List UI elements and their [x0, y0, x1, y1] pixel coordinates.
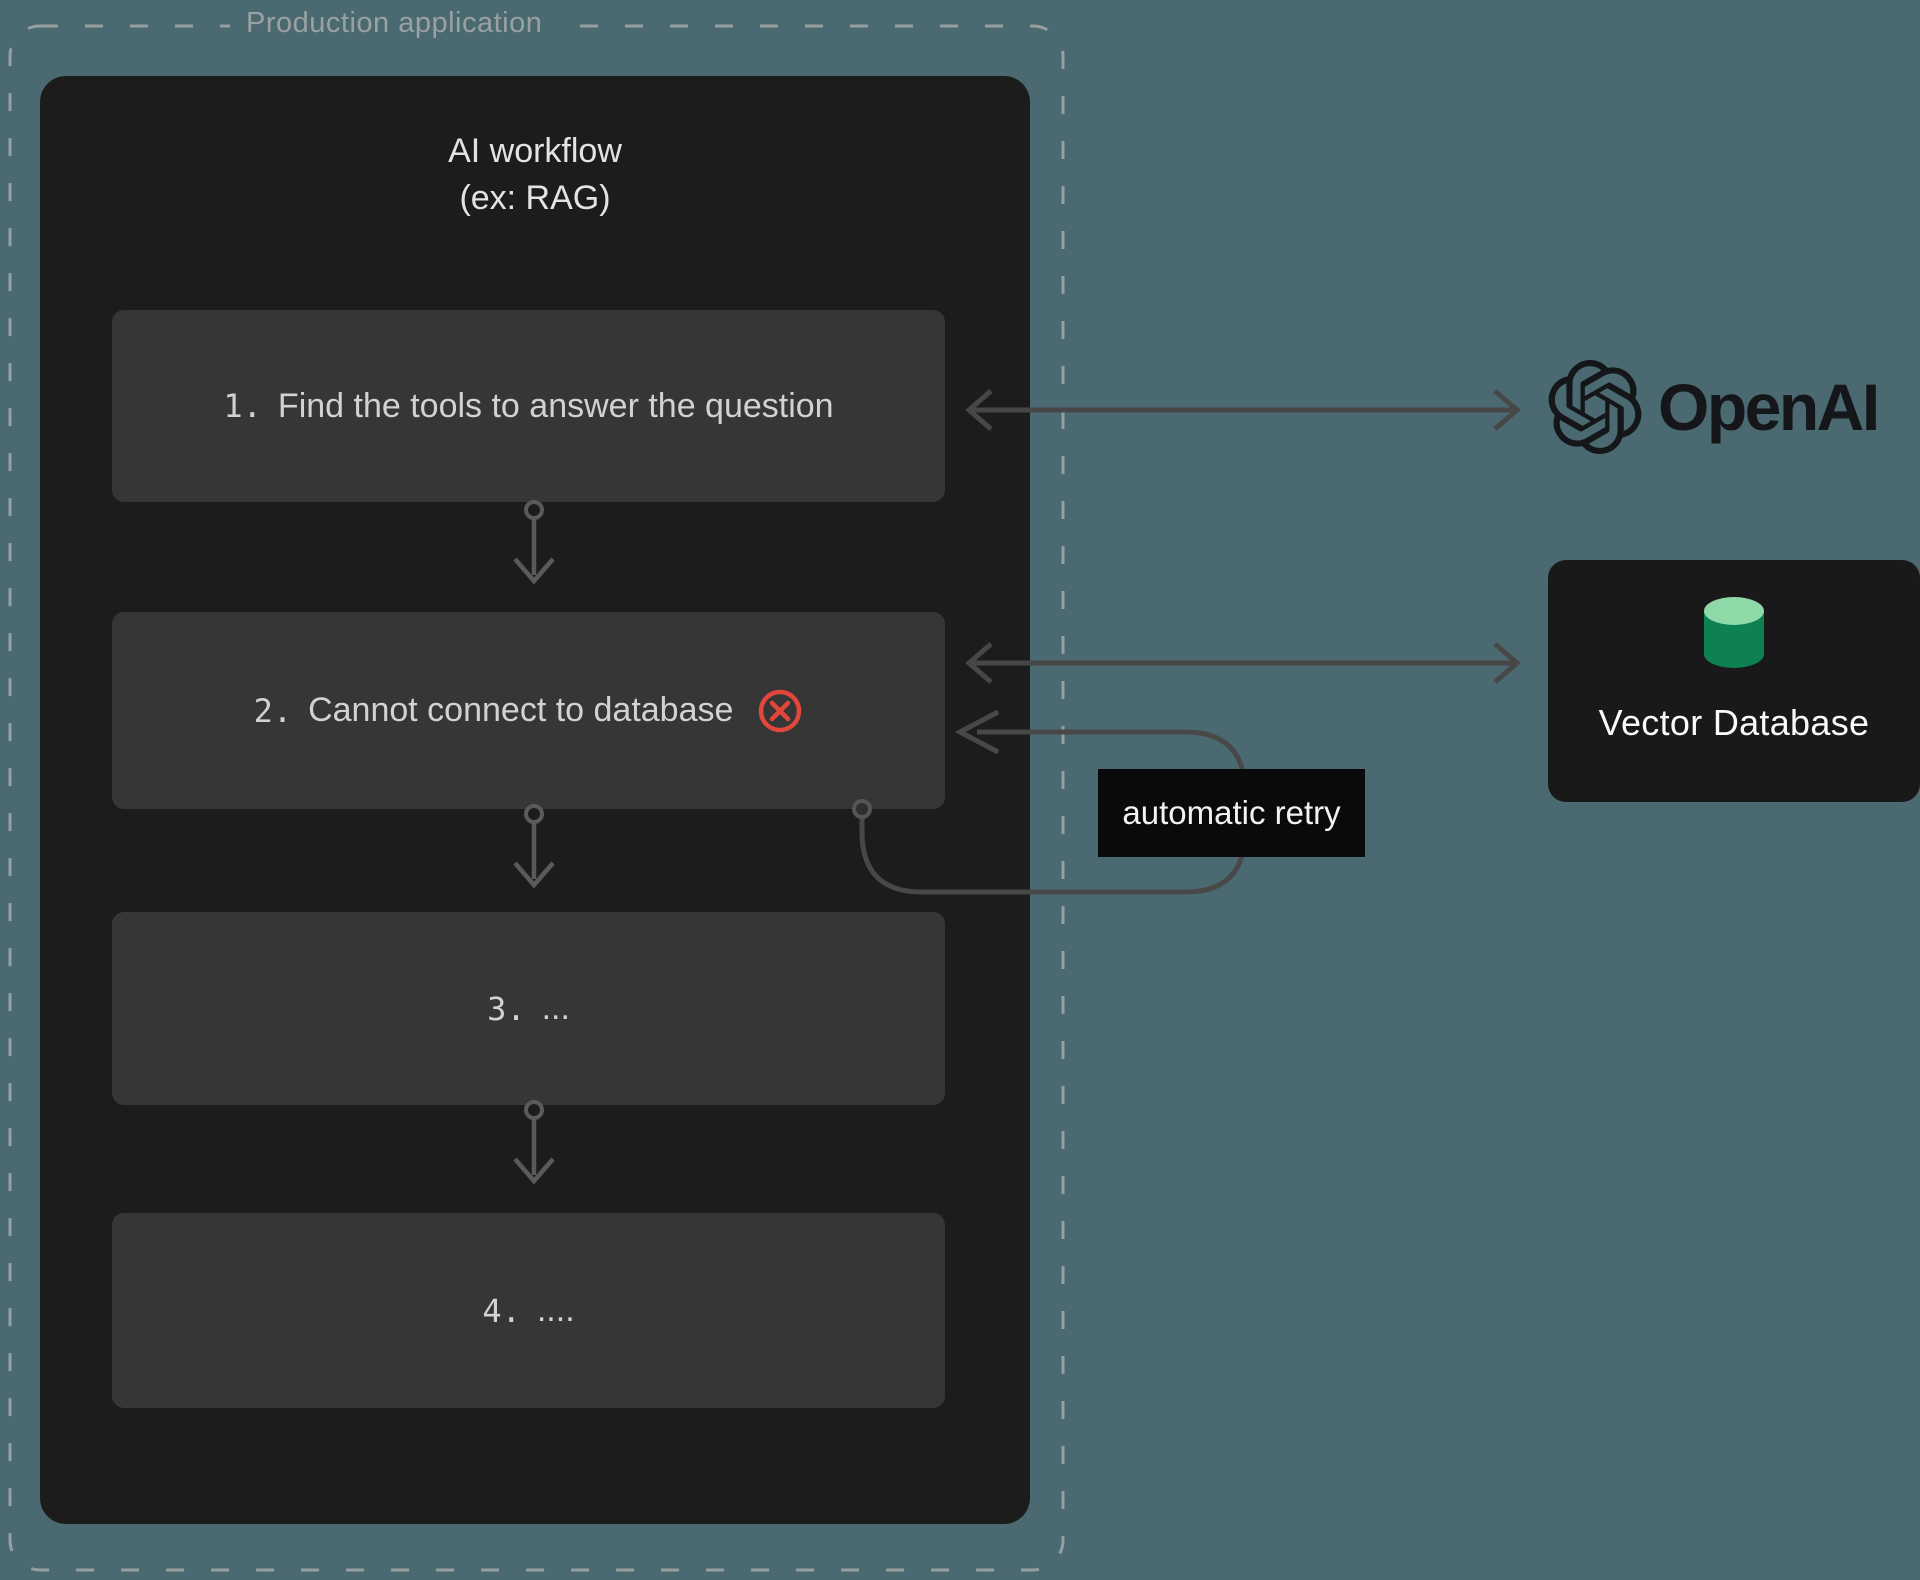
vector-database-label: Vector Database [1598, 702, 1870, 743]
ai-workflow-title: AI workflow (ex: RAG) [40, 128, 1030, 222]
arrow-step2-vectordb [965, 642, 1521, 684]
workflow-step-1: 1. Find the tools to answer the question [112, 310, 945, 502]
step-2-text: Cannot connect to database [308, 691, 734, 729]
ai-workflow-title-line1: AI workflow [448, 132, 622, 170]
openai-logo: OpenAI [1548, 358, 1880, 456]
automatic-retry-loop-arrow [852, 709, 1248, 895]
step-2-number: 2. [253, 691, 293, 730]
step-3-number: 3. [487, 989, 526, 1028]
workflow-step-2: 2. Cannot connect to database [112, 612, 945, 809]
openai-wordmark: OpenAI [1658, 370, 1880, 444]
database-cylinder-icon [1704, 597, 1764, 668]
step-1-number: 1. [223, 387, 262, 425]
step-4-text: .... [536, 1291, 575, 1329]
workflow-step-4: 4. .... [112, 1213, 945, 1408]
connector-arrow-step3-step4 [513, 1100, 555, 1185]
workflow-step-3: 3. ... [112, 912, 945, 1105]
arrow-step1-openai [965, 389, 1521, 431]
connector-arrow-step2-step3 [513, 804, 555, 889]
connector-arrow-step1-step2 [513, 500, 555, 585]
openai-flower-icon [1548, 360, 1642, 454]
error-circle-x-icon [759, 689, 802, 732]
production-app-label: Production application [230, 1, 559, 45]
step-4-number: 4. [482, 1291, 521, 1330]
step-3-text: ... [541, 989, 570, 1027]
vector-database-card: Vector Database [1548, 560, 1920, 802]
step-1-text: Find the tools to answer the question [277, 386, 834, 425]
ai-workflow-title-line2: (ex: RAG) [459, 179, 611, 217]
automatic-retry-label: automatic retry [1098, 769, 1365, 857]
